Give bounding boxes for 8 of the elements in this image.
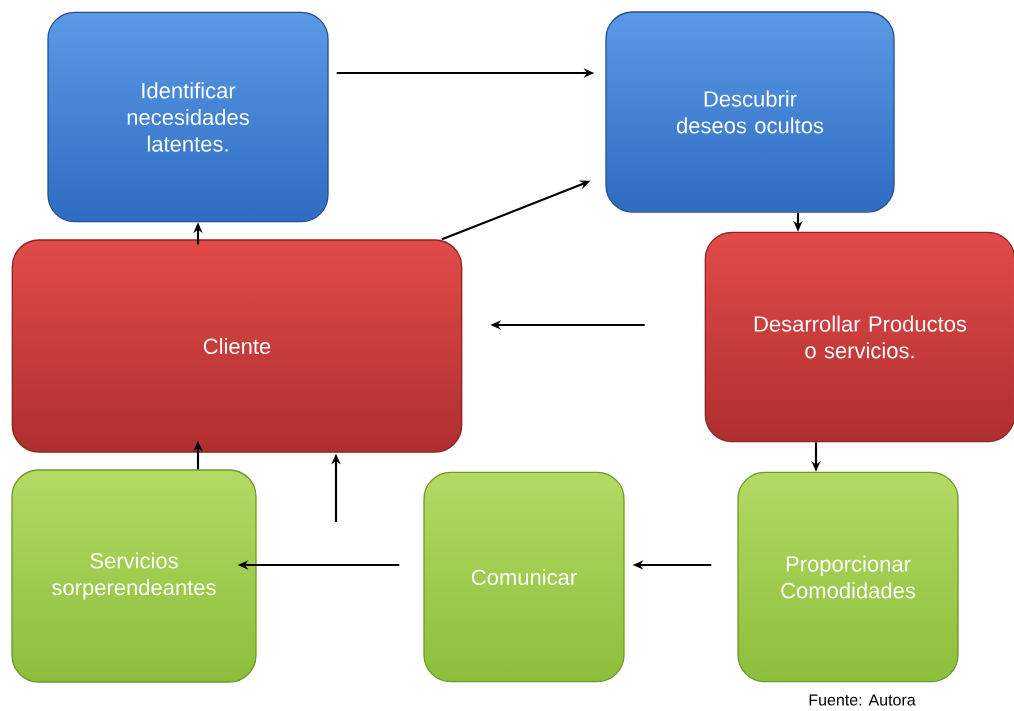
source-note: Fuente: Autora <box>809 694 916 706</box>
process-box: Comunicar <box>423 471 625 683</box>
process-box: Proporcionar Comodidades <box>737 471 959 683</box>
process-box: Identificar necesidades latentes. <box>47 11 329 223</box>
process-box: Cliente <box>11 239 463 453</box>
process-box: Servicios sorperendeantes <box>11 469 257 683</box>
process-box: Desarrollar Productos o servicios. <box>704 231 1014 443</box>
process-box: Descubrir deseos ocultos <box>605 11 895 213</box>
